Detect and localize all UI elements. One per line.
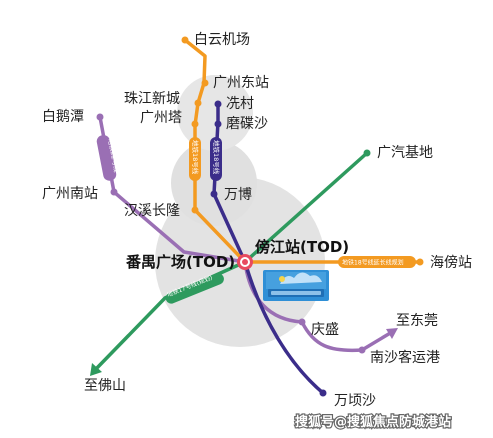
line-tag-orange: 地铁18号线 [189,137,201,181]
dot-guangqi-base [363,149,371,157]
label-pangjiang: 傍江站(TOD) [255,238,349,256]
dongguan-arrow [386,328,398,339]
dot-nansha-port [358,346,366,354]
line-tag-navy: 地铁18号线 [210,137,222,181]
label-haibang: 海傍站 [430,254,472,271]
dot-modiesha [214,120,222,128]
dot-wanbo [210,190,218,198]
foshan-arrow [90,363,102,376]
label-to-foshan: 至佛山 [84,378,126,394]
watermark: 搜狐号@搜狐焦点防城港站 [295,414,451,430]
dot-guangzhou-south [110,188,118,196]
label-xiancun: 冼村 [226,96,254,112]
label-baietan: 白鹅潭 [42,108,84,125]
label-hanxi-changlong: 汉溪长隆 [124,203,180,219]
label-qingsheng: 庆盛 [311,322,339,338]
label-baiyun-airport: 白云机场 [194,32,250,48]
label-guangqi-base: 广汽基地 [377,144,433,161]
dot-haibang [416,258,424,266]
label-guangzhou-tower: 广州塔 [140,110,182,126]
label-guangzhou-south: 广州南站 [42,186,98,202]
dot-hanxi-changlong [191,206,199,214]
development-logo [263,270,329,301]
label-wanbo: 万博 [224,186,252,203]
dot-guangzhou-east [201,79,209,87]
dot-wanqingsha [319,389,327,397]
dot-baiyun-airport [181,36,189,44]
dot-zhujiang-newtown [191,120,199,128]
line-tag-orange-text: 地铁18号线 [191,140,200,175]
dot-xiancun [214,100,222,108]
dot-baietan [96,113,104,121]
label-wanqingsha: 万顷沙 [334,393,376,409]
line-tag-purple: 地铁22号线 [96,135,122,181]
label-modiesha: 磨碟沙 [226,116,268,132]
label-to-dongguan: 至东莞 [396,313,438,329]
station-labels: 白云机场 广州东站 珠江新城 广州塔 冼村 磨碟沙 白鹅潭 广州南站 汉溪长隆 … [42,32,472,409]
label-panyu-square: 番禺广场(TOD) [125,253,235,271]
dot-qingsheng [298,318,306,326]
dot-guangzhou-tower [194,99,202,107]
pangjiang-hub-marker [237,254,253,270]
line-tag-orange-east-text: 地铁18号线延长线规划 [342,259,404,267]
label-zhujiang-newtown: 珠江新城 [124,91,180,107]
label-guangzhou-east: 广州东站 [213,75,269,91]
line-tag-orange-east: 地铁18号线延长线规划 [338,256,416,268]
station-dots [96,36,424,397]
line-tag-navy-text: 地铁18号线 [212,140,221,175]
label-nansha-port: 南沙客运港 [370,349,440,366]
